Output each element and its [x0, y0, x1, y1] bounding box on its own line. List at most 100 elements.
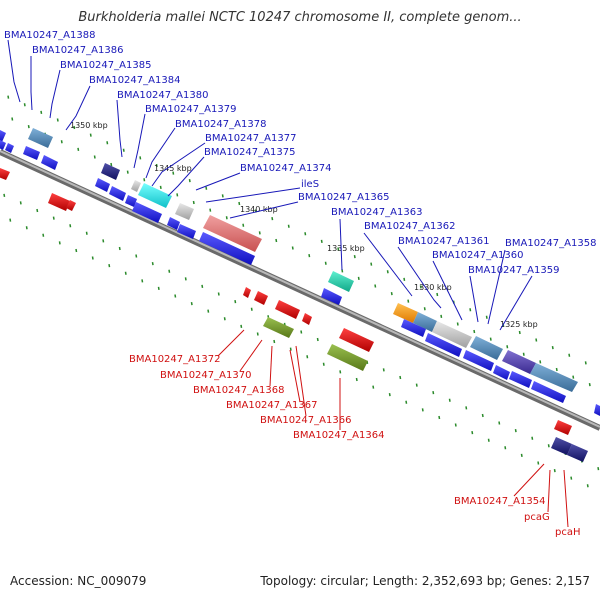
tick-mark — [454, 423, 457, 427]
reverse-leaders — [217, 329, 569, 528]
tick-mark — [139, 156, 142, 160]
tick-track — [3, 95, 600, 488]
tick-mark — [448, 398, 451, 402]
tick-mark — [300, 330, 303, 334]
tick-mark — [588, 383, 591, 387]
gene-label[interactable]: BMA10247_A1386 — [32, 45, 123, 56]
gene-label[interactable]: pcaH — [555, 527, 581, 538]
gene-label[interactable]: BMA10247_A1374 — [240, 163, 331, 174]
tick-mark — [568, 353, 571, 357]
tick-mark — [42, 233, 45, 237]
tick-mark — [36, 208, 39, 213]
tick-mark — [432, 391, 435, 395]
gene-label[interactable]: BMA10247_A1364 — [293, 430, 384, 441]
gene-label[interactable]: BMA10247_A1365 — [298, 192, 389, 203]
tick-mark — [469, 308, 472, 312]
tick-mark — [473, 329, 476, 334]
tick-mark — [190, 301, 193, 306]
tick-mark — [209, 208, 212, 212]
tick-mark — [60, 140, 63, 144]
tick-mark — [23, 103, 26, 107]
tick-mark — [159, 185, 162, 189]
tick-mark — [386, 270, 389, 274]
tick-mark — [77, 147, 80, 152]
gene-label[interactable]: BMA10247_A1363 — [331, 207, 422, 218]
tick-mark — [85, 231, 88, 235]
gene-label[interactable]: BMA10247_A1359 — [468, 265, 559, 276]
tick-mark — [250, 307, 253, 311]
tick-mark — [415, 383, 418, 387]
tick-mark — [223, 317, 226, 321]
tick-mark — [471, 430, 474, 435]
tick-mark — [19, 201, 22, 205]
kbp-mark: 1345 kbp — [154, 164, 192, 173]
tick-mark — [320, 239, 323, 244]
forward-leaders — [7, 39, 533, 331]
tick-mark — [324, 261, 327, 265]
tick-mark — [586, 484, 589, 488]
gene-label[interactable]: BMA10247_A1366 — [260, 415, 351, 426]
gene-label[interactable]: ileS — [301, 179, 319, 190]
tick-mark — [201, 284, 204, 289]
tick-mark — [188, 179, 191, 183]
tick-mark — [73, 125, 76, 130]
gene-label[interactable]: pcaG — [524, 512, 550, 523]
gene-label[interactable]: BMA10247_A1384 — [89, 75, 180, 86]
tick-mark — [225, 216, 228, 220]
gene-label[interactable]: BMA10247_A1354 — [454, 496, 545, 507]
tick-mark — [353, 254, 356, 259]
tick-mark — [110, 162, 113, 167]
tick-mark — [407, 299, 410, 303]
gene-label[interactable]: BMA10247_A1370 — [160, 370, 251, 381]
gene-label[interactable]: BMA10247_A1367 — [226, 400, 317, 411]
tick-mark — [481, 413, 484, 418]
tick-mark — [275, 238, 278, 243]
tick-mark — [168, 269, 171, 273]
gene-label[interactable]: BMA10247_A1358 — [505, 238, 596, 249]
tick-mark — [357, 276, 360, 281]
tick-mark — [192, 200, 195, 205]
gene-label[interactable]: BMA10247_A1375 — [204, 147, 295, 158]
reverse-gene-labels: BMA10247_A1372 BMA10247_A1370 BMA10247_A… — [129, 354, 581, 538]
tick-mark — [372, 385, 375, 389]
tick-mark — [498, 421, 501, 425]
gene-label[interactable]: BMA10247_A1379 — [145, 104, 236, 115]
tick-mark — [506, 345, 509, 349]
gene-label[interactable]: BMA10247_A1378 — [175, 119, 266, 130]
tick-mark — [489, 337, 492, 341]
tick-mark — [56, 118, 59, 122]
gene-label[interactable]: BMA10247_A1377 — [205, 133, 296, 144]
gene-label[interactable]: BMA10247_A1368 — [193, 385, 284, 396]
tick-mark — [551, 346, 554, 350]
tick-mark — [9, 218, 12, 222]
gene-label[interactable]: BMA10247_A1361 — [398, 236, 489, 247]
tick-mark — [504, 446, 507, 450]
tick-mark — [584, 361, 587, 365]
gene-label[interactable]: BMA10247_A1372 — [129, 354, 220, 365]
tick-mark — [11, 117, 14, 121]
gene-label[interactable]: BMA10247_A1388 — [4, 30, 95, 41]
gene-label[interactable]: BMA10247_A1362 — [364, 221, 455, 232]
tick-mark — [423, 307, 426, 311]
tick-mark — [456, 322, 459, 326]
gene-label[interactable]: BMA10247_A1360 — [432, 250, 523, 261]
feature-track — [0, 128, 600, 462]
tick-mark — [570, 476, 573, 480]
kbp-mark: 1325 kbp — [500, 320, 538, 329]
tick-mark — [374, 284, 377, 288]
tick-mark — [69, 224, 72, 228]
tick-mark — [7, 95, 10, 99]
tick-mark — [25, 226, 28, 230]
tick-mark — [531, 436, 534, 440]
cds-forward — [0, 128, 578, 392]
gene-label[interactable]: BMA10247_A1380 — [117, 90, 208, 101]
gene-label[interactable]: BMA10247_A1385 — [60, 60, 151, 71]
tick-mark — [355, 377, 358, 382]
tick-mark — [91, 256, 94, 260]
tick-mark — [388, 393, 391, 397]
tick-mark — [440, 314, 443, 318]
tick-mark — [537, 461, 540, 465]
tick-mark — [108, 264, 111, 268]
tick-mark — [382, 368, 385, 372]
